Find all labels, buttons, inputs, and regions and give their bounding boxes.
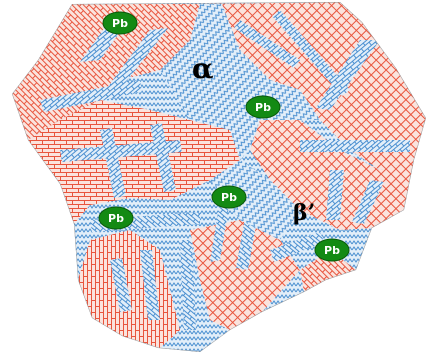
pb-label: Pb [221,191,237,204]
pb-particle: Pb [98,206,134,230]
alpha-grain-left [28,100,240,224]
alpha-grain-bottom-right [300,250,356,292]
pb-label: Pb [112,17,128,30]
alpha-phase-label: α [192,52,214,85]
pb-particle: Pb [245,95,281,119]
beta-prime-phase-label: β’ [293,200,315,226]
pb-particle: Pb [102,11,138,35]
pb-label: Pb [255,101,271,114]
pb-particle: Pb [211,185,247,209]
beta-boundary-bands [160,4,320,240]
pb-label: Pb [324,244,340,257]
pb-particle: Pb [314,238,350,262]
pb-label: Pb [108,212,124,225]
